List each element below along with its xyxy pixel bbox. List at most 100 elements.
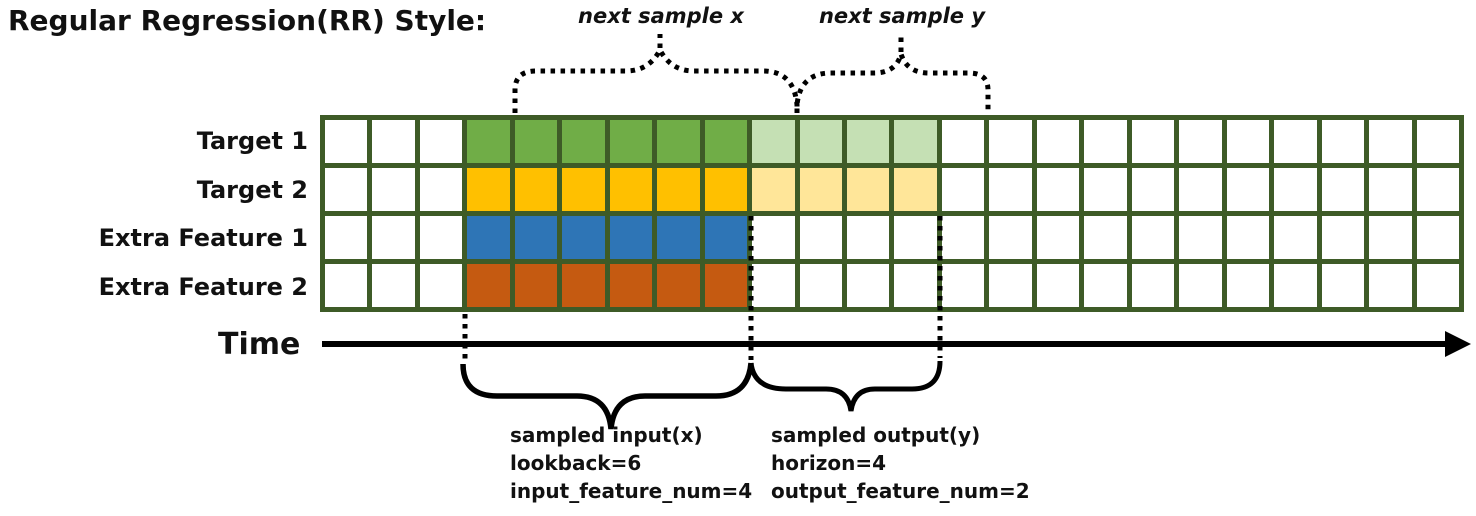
grid-cell xyxy=(941,168,985,211)
grid-cell xyxy=(1321,216,1365,259)
next-sample-y-brace xyxy=(794,45,991,113)
grid-cell xyxy=(1084,168,1127,211)
grid-cell xyxy=(799,120,843,163)
next-sample-y-label: next sample y xyxy=(818,4,986,28)
grid-cell xyxy=(704,216,748,259)
grid-cell xyxy=(1179,168,1222,211)
grid-cell xyxy=(1274,216,1317,259)
grid-cell xyxy=(609,264,653,307)
grid-cell xyxy=(1369,120,1412,163)
grid-cell xyxy=(1226,120,1270,163)
grid-cell xyxy=(989,264,1032,307)
grid-cell xyxy=(657,168,700,211)
grid-cell xyxy=(514,216,558,259)
grid-cell xyxy=(1416,264,1459,307)
sampled-output-line: sampled output(y) xyxy=(771,423,981,447)
grid-cell xyxy=(941,216,985,259)
grid-cell xyxy=(514,264,558,307)
grid-cell xyxy=(514,120,558,163)
grid-cell xyxy=(1416,168,1459,211)
grid-cell xyxy=(894,264,937,307)
grid-cell xyxy=(467,120,510,163)
horizon-line: horizon=4 xyxy=(771,451,886,475)
grid-cell xyxy=(1369,264,1412,307)
grid-cell xyxy=(1321,168,1365,211)
grid-cell xyxy=(1131,264,1175,307)
grid-cell xyxy=(1131,168,1175,211)
grid-cell xyxy=(467,168,510,211)
grid-cell xyxy=(1226,264,1270,307)
grid-cell xyxy=(562,264,605,307)
grid-cell xyxy=(562,216,605,259)
grid-cell xyxy=(1084,216,1127,259)
grid-cell xyxy=(1369,168,1412,211)
next-sample-x-label: next sample x xyxy=(578,4,744,28)
grid-cell xyxy=(894,216,937,259)
grid-cell xyxy=(1179,264,1222,307)
grid-cell xyxy=(847,168,890,211)
grid-cell xyxy=(1369,216,1412,259)
grid-cell xyxy=(1416,120,1459,163)
grid-cell xyxy=(1416,216,1459,259)
row-label-target-2: Target 2 xyxy=(196,176,308,204)
sampled-output-brace xyxy=(748,360,943,412)
grid-cell xyxy=(467,216,510,259)
grid-cell xyxy=(609,120,653,163)
sampled-output-caption: sampled output(y) horizon=4 output_featu… xyxy=(771,421,1030,505)
output-feature-num-line: output_feature_num=2 xyxy=(771,479,1030,503)
grid-cell xyxy=(1274,264,1317,307)
grid-cell xyxy=(799,168,843,211)
grid-cell xyxy=(1226,168,1270,211)
grid-cell xyxy=(562,168,605,211)
grid-cell xyxy=(1036,216,1080,259)
grid-cell xyxy=(752,216,795,259)
grid-cell xyxy=(989,168,1032,211)
grid-cell xyxy=(372,168,415,211)
grid-cell xyxy=(1321,264,1365,307)
grid-cell xyxy=(514,168,558,211)
grid-cell xyxy=(1131,216,1175,259)
grid-cell xyxy=(1226,216,1270,259)
grid-cell xyxy=(1274,168,1317,211)
row-label-extra-feature-1: Extra Feature 1 xyxy=(98,224,308,252)
grid-cell xyxy=(657,216,700,259)
grid-cell xyxy=(704,264,748,307)
grid-cell xyxy=(1131,120,1175,163)
grid-cell xyxy=(752,120,795,163)
grid-cell xyxy=(1084,264,1127,307)
grid-cell xyxy=(1084,120,1127,163)
time-axis-label: Time xyxy=(218,327,301,362)
grid-cell xyxy=(704,120,748,163)
grid-cell xyxy=(562,120,605,163)
grid-cell xyxy=(419,120,463,163)
grid-cell xyxy=(1179,216,1222,259)
grid-cell xyxy=(325,120,368,163)
grid-cell xyxy=(657,120,700,163)
grid-cell xyxy=(419,264,463,307)
grid-cell xyxy=(1036,264,1080,307)
grid-cell xyxy=(847,216,890,259)
grid-cell xyxy=(609,168,653,211)
sampled-input-line: sampled input(x) xyxy=(510,423,703,447)
lookback-line: lookback=6 xyxy=(510,451,642,475)
grid-cell xyxy=(799,216,843,259)
next-sample-x-brace xyxy=(512,44,800,113)
page-title: Regular Regression(RR) Style: xyxy=(8,4,487,37)
input-feature-num-line: input_feature_num=4 xyxy=(510,479,753,503)
row-label-extra-feature-2: Extra Feature 2 xyxy=(98,273,308,301)
grid-cell xyxy=(419,216,463,259)
sampled-input-brace xyxy=(460,362,754,430)
row-label-target-1: Target 1 xyxy=(196,127,308,155)
grid-cell xyxy=(372,264,415,307)
grid-cell xyxy=(1036,168,1080,211)
grid-cell xyxy=(467,264,510,307)
grid-cell xyxy=(847,264,890,307)
grid-cell xyxy=(894,120,937,163)
grid-cell xyxy=(894,168,937,211)
grid-cell xyxy=(372,120,415,163)
time-arrow-head-icon xyxy=(1445,331,1471,357)
grid-cell xyxy=(325,216,368,259)
grid-cell xyxy=(1321,120,1365,163)
sampled-input-caption: sampled input(x) lookback=6 input_featur… xyxy=(510,421,752,505)
